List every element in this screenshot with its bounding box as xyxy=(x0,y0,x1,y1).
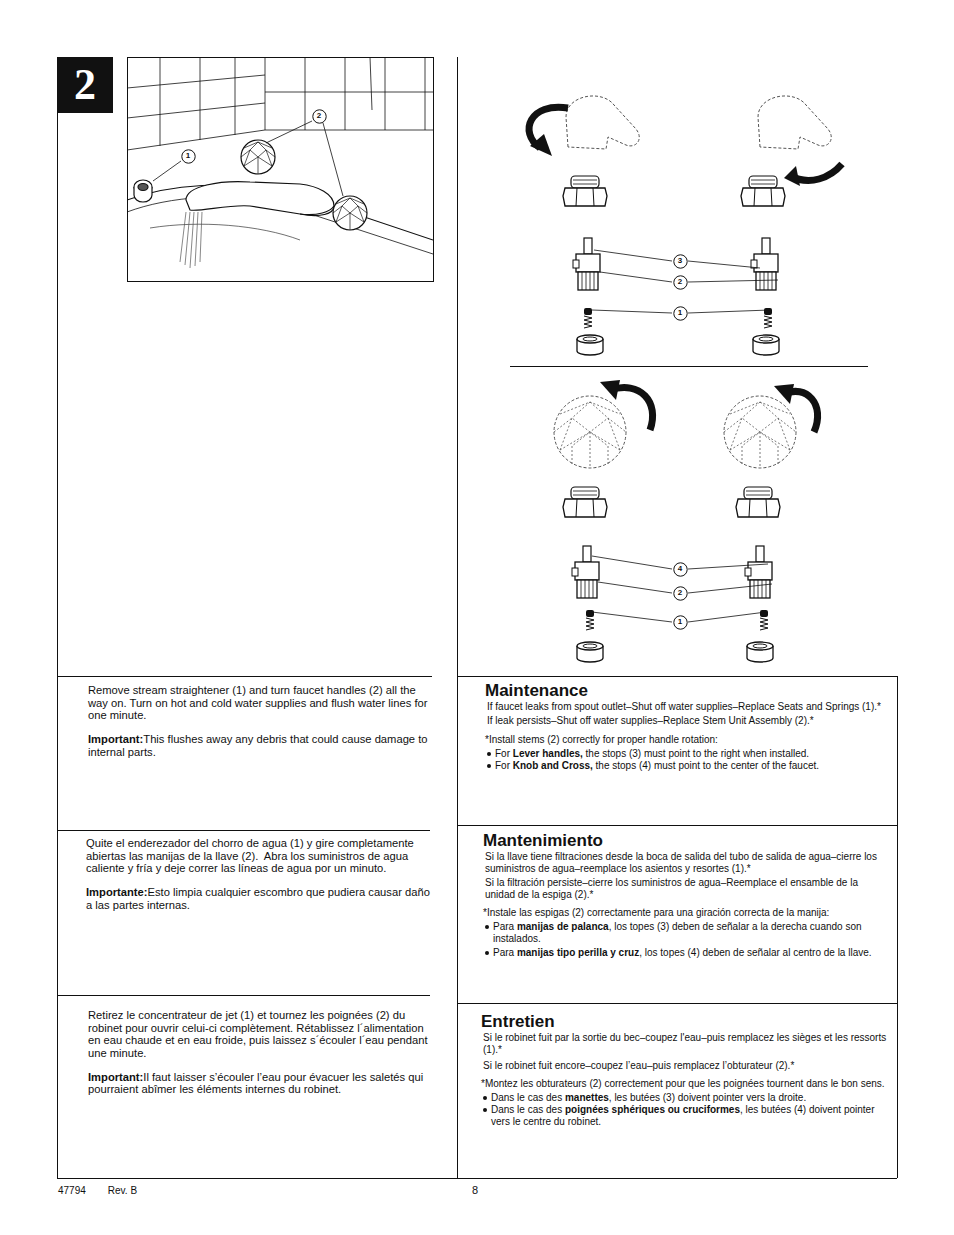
text-block: 47794 Rev. B xyxy=(58,1185,258,1197)
body-text: the stops (3) must point to the right wh… xyxy=(583,748,809,759)
body-text: For xyxy=(495,760,513,771)
callout-number: 2 xyxy=(678,278,682,286)
paragraph: 8 xyxy=(472,1184,512,1197)
step-number: 2 xyxy=(74,63,96,107)
body-text: Dans le cas des xyxy=(491,1104,565,1115)
callout-number: 1 xyxy=(678,309,682,317)
bullet-dot xyxy=(483,1108,487,1112)
bullet-item: Para manijas de palanca, los topes (3) d… xyxy=(483,921,888,945)
bullet-item: Dans le cas des manettes, les butées (3)… xyxy=(481,1092,893,1104)
bold-text: poignées sphériques ou cruciformes xyxy=(565,1104,740,1115)
section-heading: Entretien xyxy=(481,1013,893,1032)
body-text: *Montez les obturateurs (2) correctement… xyxy=(481,1078,885,1089)
callout-number: 1 xyxy=(678,618,682,626)
bold-text: Entretien xyxy=(481,1012,555,1031)
section-heading: Maintenance xyxy=(485,682,890,701)
body-text: *Instale las espigas (2) correctamente p… xyxy=(483,907,829,918)
bullet-dot xyxy=(485,925,489,929)
text-block: MantenimientoSi la llave tiene filtracio… xyxy=(483,832,888,959)
bullet-dot xyxy=(487,752,491,756)
body-text: Retirez le concentrateur de jet (1) et t… xyxy=(88,1009,431,1059)
paragraph: *Montez les obturateurs (2) correctement… xyxy=(481,1078,893,1090)
body-text: Rev. B xyxy=(108,1185,137,1196)
text-block: 8 xyxy=(472,1184,512,1197)
body-text: 47794 xyxy=(58,1185,86,1196)
paragraph: Importante:Esto limpia cualquier escombr… xyxy=(86,886,432,911)
paragraph: Remove stream straightener (1) and turn … xyxy=(88,684,430,722)
bold-text: Important: xyxy=(88,1071,143,1083)
callout-circle: 1 xyxy=(673,306,688,321)
text-block: MaintenanceIf faucet leaks from spout ou… xyxy=(485,682,890,772)
body-text: , los topes (4) deben de señalar al cent… xyxy=(639,947,871,958)
paragraph: Si le robinet fuit par la sortie du bec–… xyxy=(481,1032,893,1056)
paragraph: Si le robinet fuit encore–coupez l’eau–p… xyxy=(481,1060,893,1072)
bullet-dot xyxy=(485,951,489,955)
bullet-dot xyxy=(487,764,491,768)
body-text: Quite el enderezador del chorro de agua … xyxy=(86,837,417,874)
body-text: Si la llave tiene filtraciones desde la … xyxy=(485,851,880,874)
body-text: Para xyxy=(493,921,517,932)
bullet-item: For Lever handles, the stops (3) must po… xyxy=(485,748,890,760)
callout-number: 1 xyxy=(186,152,190,160)
body-text: Remove stream straightener (1) and turn … xyxy=(88,684,431,721)
body-text: Si le robinet fuit par la sortie du bec–… xyxy=(483,1032,889,1055)
callout-circle: 2 xyxy=(673,275,688,290)
body-text: If faucet leaks from spout outlet–Shut o… xyxy=(487,701,881,712)
bold-text: manettes xyxy=(565,1092,609,1103)
body-text: , les butées (3) doivent pointer vers la… xyxy=(609,1092,806,1103)
text-block: Remove stream straightener (1) and turn … xyxy=(88,684,430,758)
paragraph: Si la filtración persiste–cierre los sum… xyxy=(483,877,888,901)
bullet-dot xyxy=(483,1096,487,1100)
callout-number: 4 xyxy=(678,565,682,573)
section-heading: Mantenimiento xyxy=(483,832,888,851)
callout-number: 3 xyxy=(678,257,682,265)
bold-text: Knob and Cross, xyxy=(513,760,593,771)
callout-number: 2 xyxy=(317,112,321,120)
body-text: Para xyxy=(493,947,517,958)
callout-number: 2 xyxy=(678,589,682,597)
callout-circle: 1 xyxy=(673,615,688,630)
paragraph: Si la llave tiene filtraciones desde la … xyxy=(483,851,888,875)
text-block: Quite el enderezador del chorro de agua … xyxy=(86,837,432,911)
text-block: Retirez le concentrateur de jet (1) et t… xyxy=(88,1009,434,1096)
callout-circle: 3 xyxy=(673,254,688,269)
callout-circle: 2 xyxy=(312,109,327,124)
paragraph: If leak persists–Shut off water supplies… xyxy=(485,715,890,727)
callout-circle: 4 xyxy=(673,562,688,577)
bullet-item: Para manijas tipo perilla y cruz, los to… xyxy=(483,947,888,959)
body-text: Dans le cas des xyxy=(491,1092,565,1103)
bold-text: Lever handles, xyxy=(513,748,583,759)
body-text: *Install stems (2) correctly for proper … xyxy=(485,734,718,745)
paragraph: Important:Il faut laisser s’écouler l’ea… xyxy=(88,1071,434,1096)
bold-text: Maintenance xyxy=(485,681,588,700)
callout-circle: 1 xyxy=(181,149,196,164)
body-text: If leak persists–Shut off water supplies… xyxy=(487,715,814,726)
bold-text: Mantenimiento xyxy=(483,831,603,850)
body-text: Si la filtración persiste–cierre los sum… xyxy=(485,877,861,900)
paragraph: Quite el enderezador del chorro de agua … xyxy=(86,837,432,875)
body-text: 8 xyxy=(472,1184,478,1196)
paragraph: *Install stems (2) correctly for proper … xyxy=(485,734,890,746)
paragraph: *Instale las espigas (2) correctamente p… xyxy=(483,907,888,919)
step-number-box: 2 xyxy=(57,57,113,113)
bold-text: manijas tipo perilla y cruz xyxy=(517,947,639,958)
bullet-item: For Knob and Cross, the stops (4) must p… xyxy=(485,760,890,772)
bold-text: Importante: xyxy=(86,886,148,898)
paragraph: Important:This flushes away any debris t… xyxy=(88,733,430,758)
paragraph: If faucet leaks from spout outlet–Shut o… xyxy=(485,701,890,713)
bold-text: Important: xyxy=(88,733,143,745)
paragraph: 47794 Rev. B xyxy=(58,1185,258,1197)
paragraph: Retirez le concentrateur de jet (1) et t… xyxy=(88,1009,434,1060)
body-text: Si le robinet fuit encore–coupez l’eau–p… xyxy=(483,1060,794,1071)
bullet-item: Dans le cas des poignées sphériques ou c… xyxy=(481,1104,893,1128)
body-text: For xyxy=(495,748,513,759)
bold-text: manijas de palanca xyxy=(517,921,609,932)
body-text: the stops (4) must point to the center o… xyxy=(593,760,819,771)
text-block: EntretienSi le robinet fuit par la sorti… xyxy=(481,1013,893,1128)
callout-circle: 2 xyxy=(673,586,688,601)
